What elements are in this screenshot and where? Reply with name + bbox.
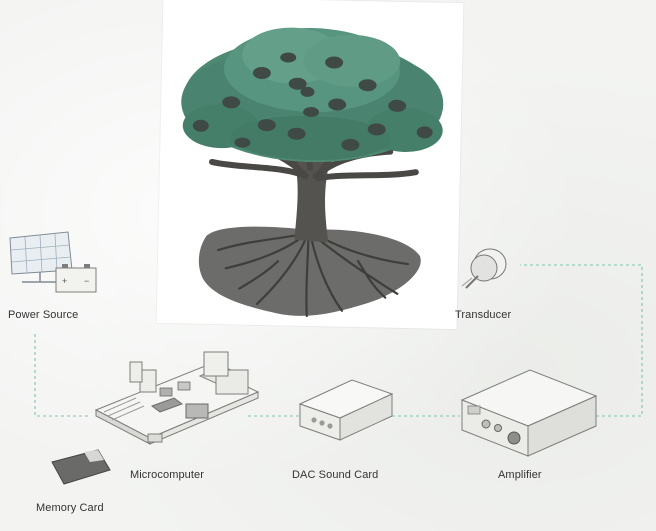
connector-amplifier-to-transducer [520, 264, 643, 417]
circuit-board-icon [94, 351, 260, 445]
label-transducer: Transducer [455, 309, 512, 321]
svg-text:−: − [84, 276, 89, 286]
connectors [34, 264, 643, 417]
tree-illustration [181, 27, 444, 318]
svg-text:+: + [62, 276, 67, 286]
label-memory-card: Memory Card [36, 502, 104, 514]
solar-panel-battery-icon: + − [9, 231, 97, 293]
label-dac-sound-card: DAC Sound Card [292, 469, 379, 481]
label-microcomputer: Microcomputer [130, 469, 205, 481]
connector-power-to-microcomputer [34, 334, 90, 417]
root-shadow [198, 226, 421, 316]
dac-box-icon [298, 379, 394, 441]
amplifier-icon [460, 369, 598, 457]
transducer-icon [461, 248, 507, 289]
label-power-source: Power Source [8, 309, 79, 321]
tree-photo-frame [156, 0, 464, 330]
sd-card-icon [51, 449, 111, 485]
label-amplifier: Amplifier [498, 469, 542, 481]
canopy [181, 27, 444, 163]
